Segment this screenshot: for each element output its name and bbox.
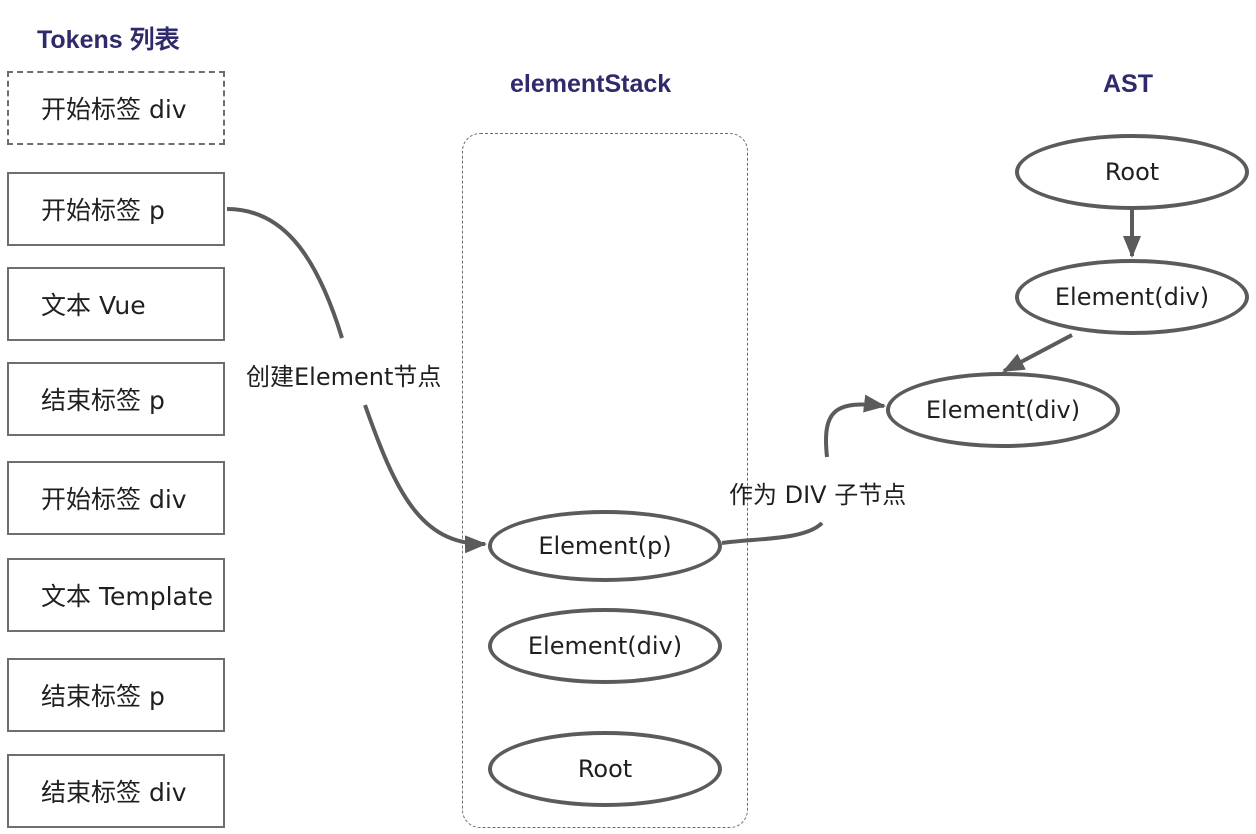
token-label: 开始标签 div [41, 485, 187, 514]
ast-node-element-div: Element(div) [1015, 259, 1249, 335]
token-item: 开始标签 div [7, 71, 225, 145]
token-item: 文本 Template [7, 558, 225, 632]
stack-node-label: Root [577, 755, 633, 783]
token-label: 开始标签 p [41, 196, 165, 225]
token-label: 文本 Template [41, 582, 214, 611]
create-edge-upper [226, 207, 344, 339]
ast-node-label: Root [1104, 158, 1160, 186]
token-item: 开始标签 p [7, 172, 225, 246]
token-item: 结束标签 p [7, 362, 225, 436]
ast-node-label: Element(div) [925, 396, 1081, 424]
token-label: 结束标签 p [41, 386, 165, 415]
token-item: 开始标签 div [7, 461, 225, 535]
token-item: 结束标签 div [7, 754, 225, 828]
element-stack-container [462, 133, 748, 828]
ast-node-element-div-child: Element(div) [886, 372, 1120, 448]
stack-heading: elementStack [510, 70, 672, 98]
stack-node-label: Element(div) [527, 632, 683, 660]
token-item: 结束标签 p [7, 658, 225, 732]
create-element-label: 创建Element节点 [246, 363, 442, 391]
as-div-child-label: 作为 DIV 子节点 [729, 481, 907, 509]
child-edge-upper [824, 394, 886, 458]
token-item: 文本 Vue [7, 267, 225, 341]
token-label: 文本 Vue [41, 291, 146, 320]
ast-edge-div-div [1002, 333, 1073, 373]
stack-node-element-div: Element(div) [488, 608, 722, 684]
tokens-heading: Tokens 列表 [37, 26, 180, 54]
stack-node-root: Root [488, 731, 722, 807]
token-label: 开始标签 div [41, 95, 187, 124]
ast-node-label: Element(div) [1054, 283, 1210, 311]
token-label: 结束标签 div [41, 778, 187, 807]
stack-node-label: Element(p) [538, 532, 672, 560]
ast-node-root: Root [1015, 134, 1249, 210]
stack-node-element-p: Element(p) [488, 510, 722, 582]
token-label: 结束标签 p [41, 682, 165, 711]
ast-heading: AST [1103, 70, 1153, 98]
